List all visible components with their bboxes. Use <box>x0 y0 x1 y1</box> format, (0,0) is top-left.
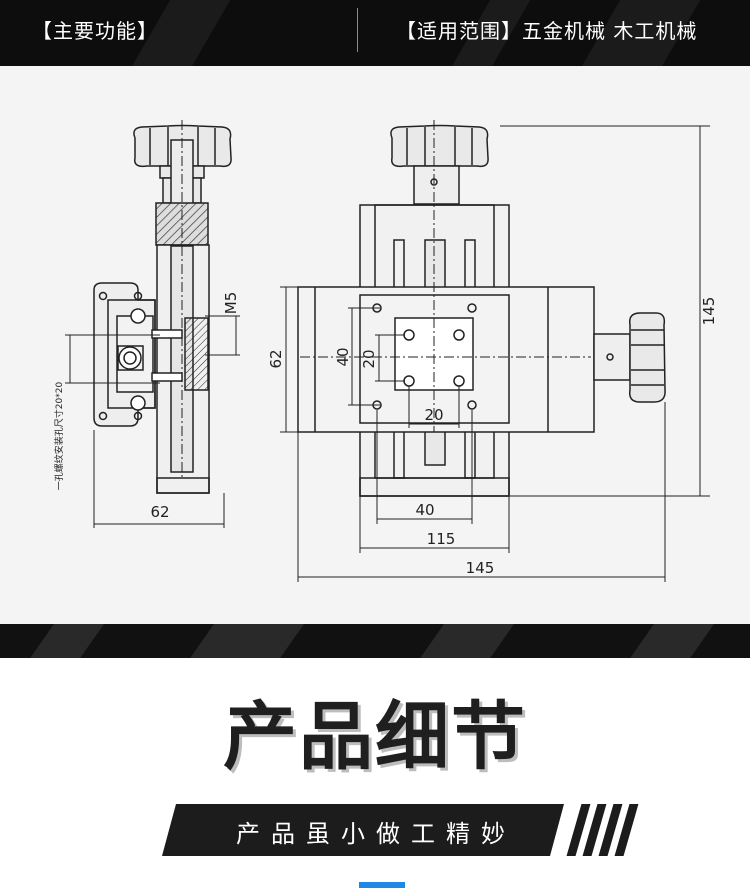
inner-20-label: 20 <box>360 349 378 368</box>
hole-spacing-20-label: 20 <box>424 406 443 424</box>
header-bar: 【主要功能】 【适用范围】五金机械 木工机械 <box>0 0 750 66</box>
technical-drawing-svg: M5 62 一孔螺纹安装孔尺寸20*20 <box>53 120 718 582</box>
bottom-145-label: 145 <box>466 559 495 577</box>
main-function-label: 【主要功能】 <box>32 19 158 43</box>
front-view <box>280 120 710 582</box>
subtitle-text: 产品虽小做工精妙 <box>236 820 516 848</box>
dark-divider-band <box>0 624 750 658</box>
height-145-label: 145 <box>700 297 718 326</box>
inner-40-label: 40 <box>334 347 352 366</box>
header-divider <box>357 8 358 52</box>
accent-bar <box>359 882 405 888</box>
section-title: 产品细节 <box>223 694 527 780</box>
side-view <box>65 120 240 528</box>
side-width-62-label: 62 <box>150 503 169 521</box>
mount-hole-note: 一孔螺纹安装孔尺寸20*20 <box>53 382 65 491</box>
bottom-40-label: 40 <box>415 501 434 519</box>
subtitle-banner-bg <box>162 804 564 856</box>
subtitle-banner: 产品虽小做工精妙 <box>162 804 639 856</box>
thread-m5-label: M5 <box>222 292 240 315</box>
application-scope-label: 【适用范围】五金机械 木工机械 <box>396 19 698 43</box>
bottom-115-label: 115 <box>427 530 456 548</box>
technical-drawing: M5 62 一孔螺纹安装孔尺寸20*20 <box>0 66 750 624</box>
side-62-label: 62 <box>267 349 285 368</box>
